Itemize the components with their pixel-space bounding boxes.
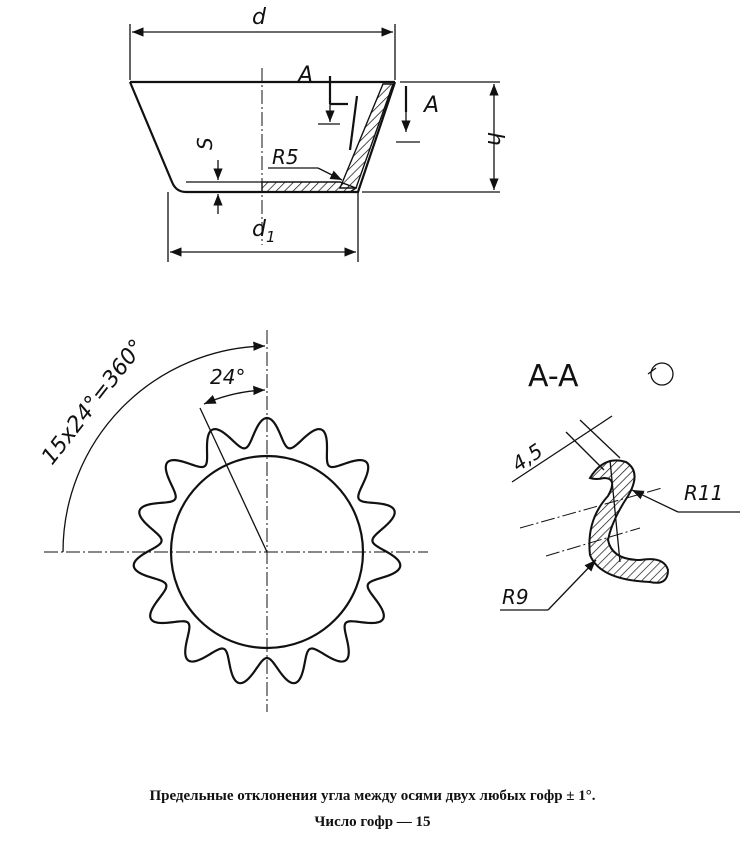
corrugation-section (588, 459, 670, 584)
width-dim-label: 4,5 (507, 438, 547, 476)
radius-r9-label: R9 (502, 585, 529, 609)
radius-r11-label: R11 (684, 481, 723, 505)
cup-bottom-section (261, 181, 358, 193)
cup-profile (128, 81, 397, 194)
cup-wall-section (338, 83, 394, 189)
angle-24-label: 24° (210, 365, 245, 389)
angle-360-arc (62, 341, 266, 553)
corrugated-outline (132, 416, 402, 685)
note-corrugation-count: Число гофр — 15 (314, 814, 431, 830)
dim-h-label: h (482, 132, 507, 146)
section-view: A-A 4,5 R11 R9 (500, 359, 740, 611)
dim-s-label: S (193, 137, 217, 150)
top-view: d d1 S h R5 A A (128, 5, 507, 262)
section-mark-left: A (296, 63, 313, 88)
section-mark-right: A (422, 93, 439, 118)
note-tolerance: Предельные отклонения угла между осями д… (149, 788, 596, 804)
inner-circle (169, 454, 365, 650)
angle-24-arc (203, 385, 266, 405)
rotation-symbol (650, 362, 674, 386)
angle-360-label: 15x24°=360° (37, 335, 150, 470)
plan-view: 24° 15x24°=360° (37, 330, 428, 712)
section-title: A-A (528, 359, 579, 394)
dim-d1-label: d1 (252, 217, 276, 246)
dim-d-label: d (252, 5, 267, 30)
radius-r5-label: R5 (272, 145, 299, 169)
